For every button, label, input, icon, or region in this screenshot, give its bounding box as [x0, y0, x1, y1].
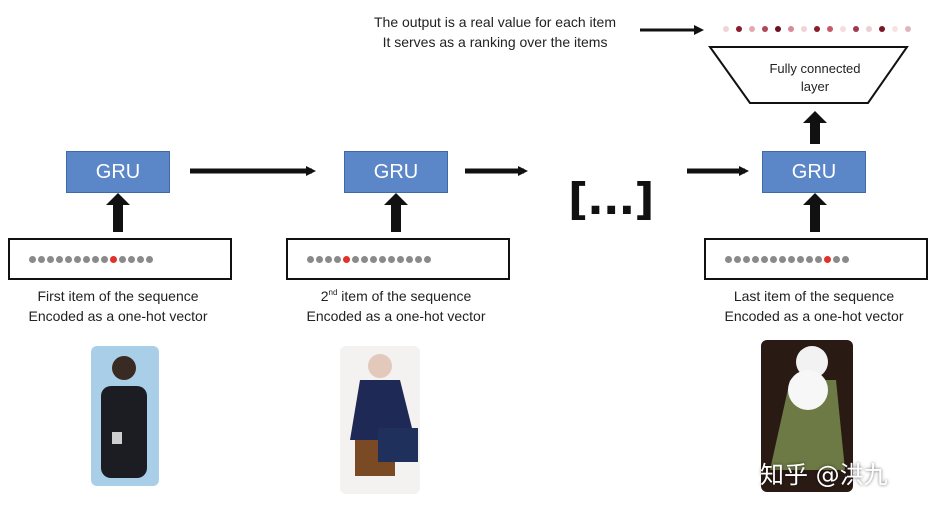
fully-connected-label-line2: layer [800, 79, 830, 94]
vector-dot [743, 255, 750, 263]
caption-step-2-ordinal: 2 [320, 288, 329, 304]
vector-dot [752, 255, 759, 263]
vector-dot [119, 255, 126, 263]
vector-dot [83, 255, 90, 263]
vector-dot [38, 255, 45, 263]
caption-step-2-line2: Encoded as a one-hot vector [306, 308, 486, 324]
output-dot [827, 26, 833, 32]
output-dot [723, 26, 729, 32]
vector-dot [325, 255, 332, 263]
up-arrow-3 [803, 193, 827, 232]
hot-dot [343, 255, 350, 263]
up-arrow-1 [106, 193, 130, 232]
output-dot [736, 26, 742, 32]
output-dot [905, 26, 911, 32]
gru-cell-2: GRU [344, 151, 448, 193]
item-photo-1 [91, 346, 159, 486]
vector-dot [815, 255, 822, 263]
vector-dot [56, 255, 63, 263]
vector-dot [65, 255, 72, 263]
vector-dot [761, 255, 768, 263]
hot-dot [110, 255, 117, 263]
output-dot [866, 26, 872, 32]
vector-dot [770, 255, 777, 263]
vector-dot [779, 255, 786, 263]
output-dot [892, 26, 898, 32]
watermark-text: 知乎 @洪九 [760, 461, 888, 489]
output-dot [801, 26, 807, 32]
vector-dot [842, 255, 849, 263]
one-hot-vector-1 [8, 238, 232, 280]
up-arrow-2 [384, 193, 408, 232]
vector-dot [406, 255, 413, 263]
vector-dot [388, 255, 395, 263]
item-photo-3 [761, 340, 853, 492]
vector-dot [725, 255, 732, 263]
vector-dot [361, 255, 368, 263]
vector-dot [137, 255, 144, 263]
vector-dot [397, 255, 404, 263]
caption-step-3: Last item of the sequence Encoded as a o… [684, 286, 934, 326]
vector-dot [788, 255, 795, 263]
output-ranking-vector [723, 26, 911, 36]
vector-dot [370, 255, 377, 263]
output-dot [879, 26, 885, 32]
vector-dot [415, 255, 422, 263]
output-dot [814, 26, 820, 32]
fully-connected-label-line1: Fully connected [769, 61, 861, 76]
fully-connected-shape [708, 46, 909, 104]
caption-step-2-line1: 2nd item of the sequence [266, 286, 526, 306]
fully-connected-label: Fully connected layer [745, 60, 885, 96]
output-dot [840, 26, 846, 32]
vector-dot [352, 255, 359, 263]
caption-step-2-ordinal-suffix: nd [328, 288, 338, 297]
vector-dot [29, 255, 36, 263]
output-dot [749, 26, 755, 32]
vector-dot [316, 255, 323, 263]
output-dot [853, 26, 859, 32]
one-hot-vector-3 [704, 238, 928, 280]
vector-dot [74, 255, 81, 263]
vector-dot [734, 255, 741, 263]
vector-dot [307, 255, 314, 263]
output-dot [775, 26, 781, 32]
caption-step-3-line2: Encoded as a one-hot vector [724, 308, 904, 324]
vector-dot [128, 255, 135, 263]
caption-step-1: First item of the sequence Encoded as a … [0, 286, 248, 326]
output-dot [788, 26, 794, 32]
vector-dot [797, 255, 804, 263]
output-description: The output is a real value for each item… [330, 12, 660, 52]
vector-dot [47, 255, 54, 263]
output-description-line1: The output is a real value for each item [373, 14, 617, 30]
vector-dot [101, 255, 108, 263]
vector-dot [146, 255, 153, 263]
vector-dot [379, 255, 386, 263]
up-arrow-4 [803, 111, 827, 144]
hot-dot [824, 255, 831, 263]
vector-dot [806, 255, 813, 263]
gru-cell-1: GRU [66, 151, 170, 193]
vector-dot [334, 255, 341, 263]
item-photo-2 [340, 346, 420, 494]
caption-step-3-line1: Last item of the sequence [733, 288, 895, 304]
ellipsis-bracket: [...] [568, 174, 654, 225]
caption-step-2: 2nd item of the sequence Encoded as a on… [266, 286, 526, 326]
vector-dot [92, 255, 99, 263]
caption-step-1-line1: First item of the sequence [37, 288, 199, 304]
vector-dot [833, 255, 840, 263]
caption-step-1-line2: Encoded as a one-hot vector [28, 308, 208, 324]
gru-cell-3: GRU [762, 151, 866, 193]
output-description-line2: It serves as a ranking over the items [382, 34, 608, 50]
caption-step-2-rest: item of the sequence [337, 288, 472, 304]
one-hot-vector-2 [286, 238, 510, 280]
output-dot [762, 26, 768, 32]
vector-dot [424, 255, 431, 263]
